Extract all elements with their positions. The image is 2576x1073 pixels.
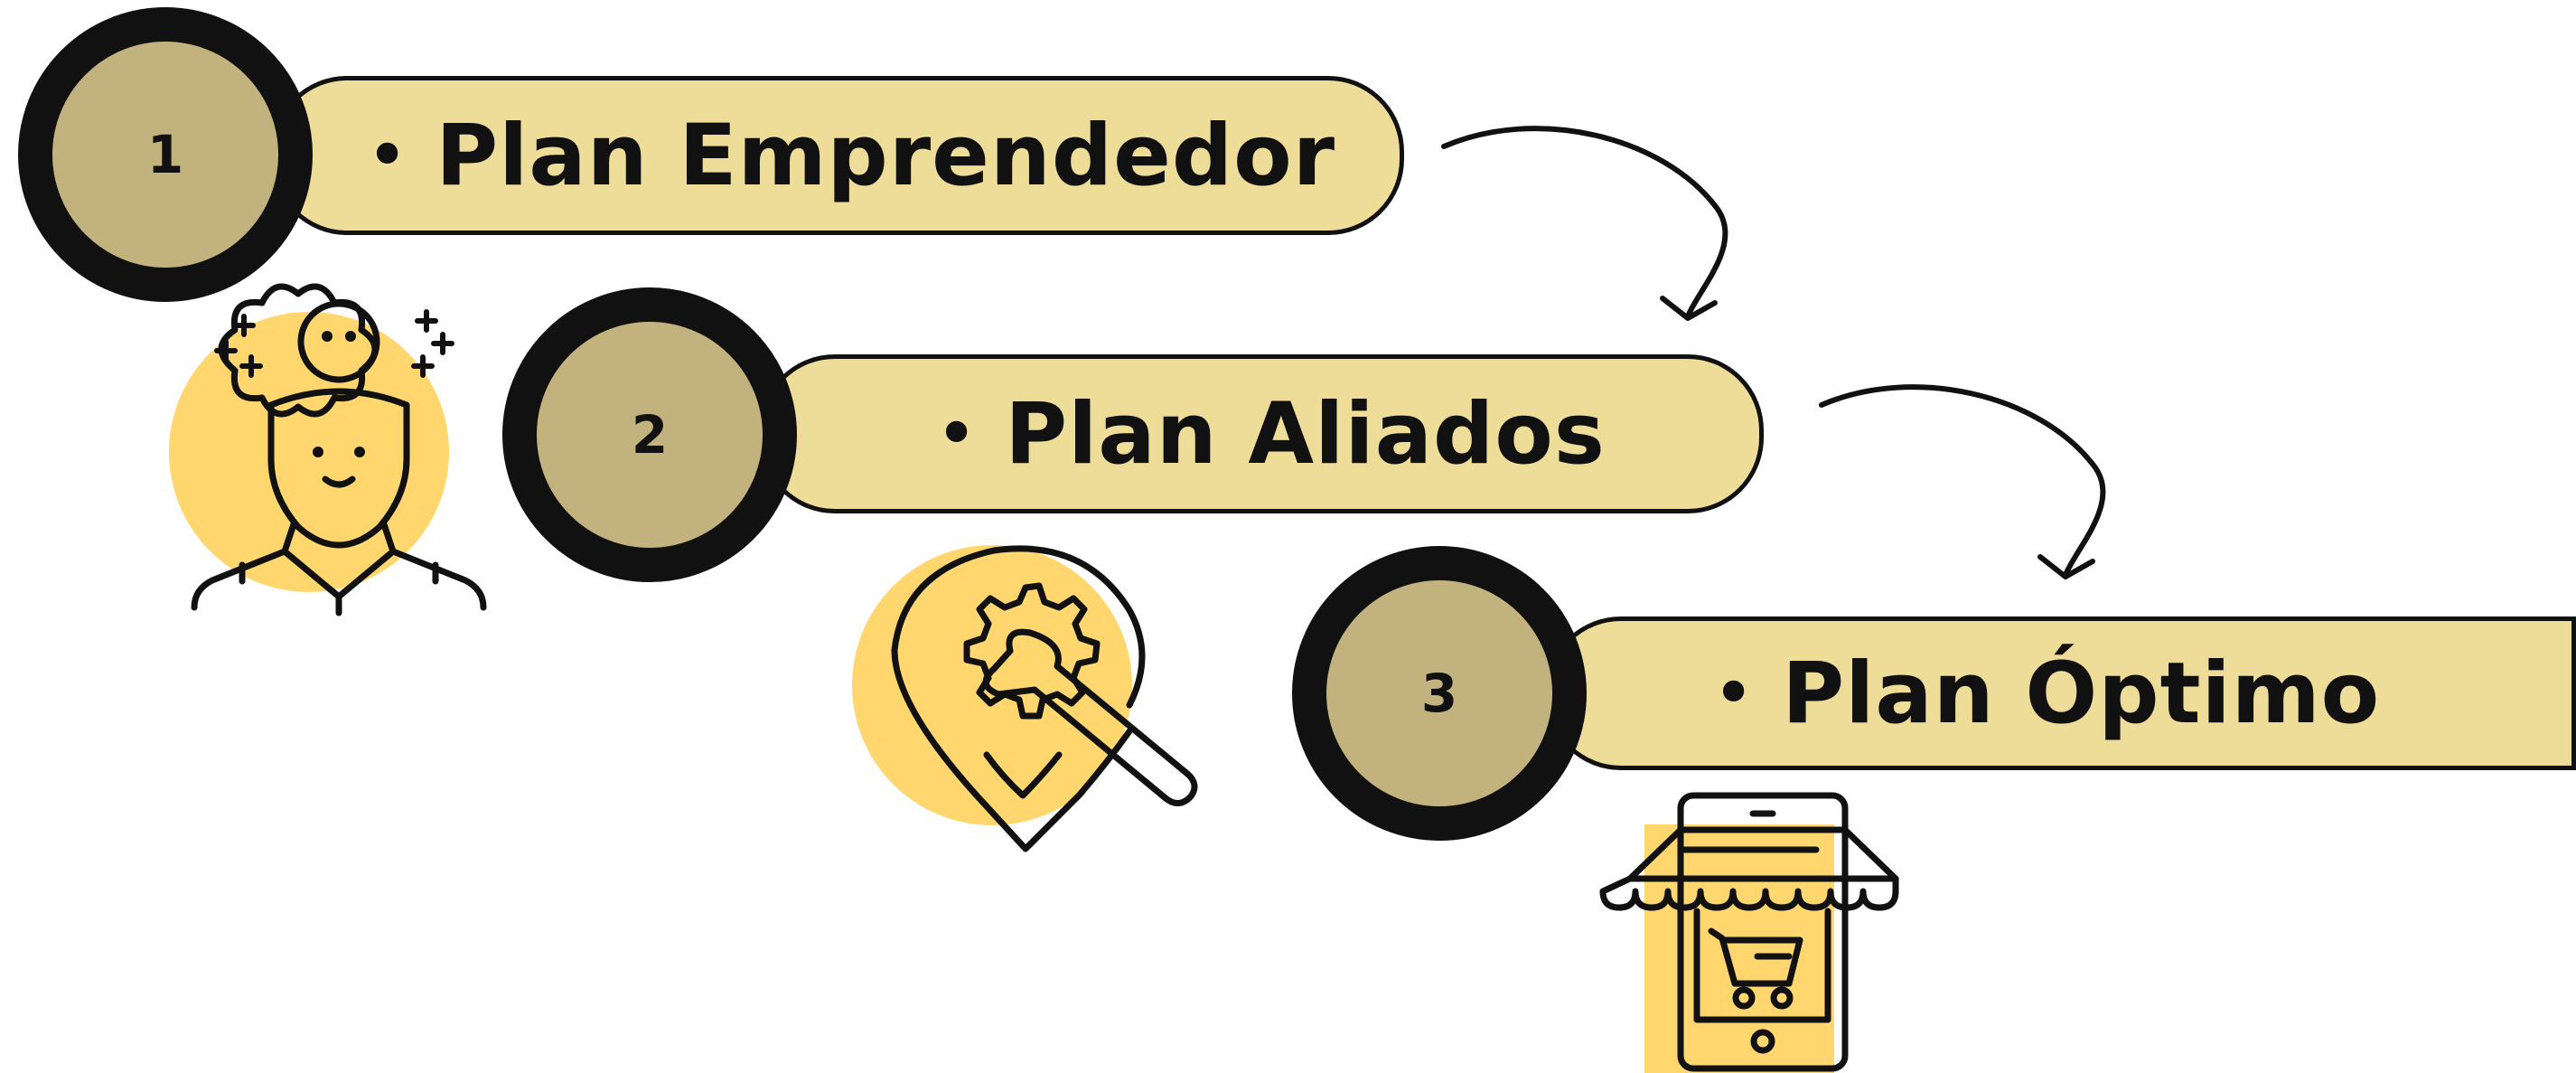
mobile-store-cart-icon — [1599, 792, 1899, 1073]
step-3-pill: • Plan Óptimo — [1545, 617, 2576, 770]
step-3-label: Plan Óptimo — [1782, 644, 2381, 743]
step-1-label: Plan Emprendedor — [436, 106, 1336, 205]
step-3-number: 3 — [1420, 663, 1458, 724]
creative-person-icon — [169, 283, 487, 617]
step-1-pill: • Plan Emprendedor — [271, 76, 1404, 235]
step-2-number: 2 — [631, 404, 669, 466]
step-2-pill: • Plan Aliados — [759, 354, 1764, 513]
curved-arrow-1 — [1441, 126, 1728, 321]
step-3-bullet: • — [1712, 651, 1756, 735]
curved-arrow-2 — [1819, 384, 2106, 579]
step-1-number: 1 — [146, 124, 184, 185]
step-2-bullet: • — [935, 391, 979, 475]
step-1-bullet: • — [366, 113, 409, 197]
location-pin-wrench-gear-icon — [852, 545, 1198, 852]
step-2-label: Plan Aliados — [1005, 384, 1606, 484]
